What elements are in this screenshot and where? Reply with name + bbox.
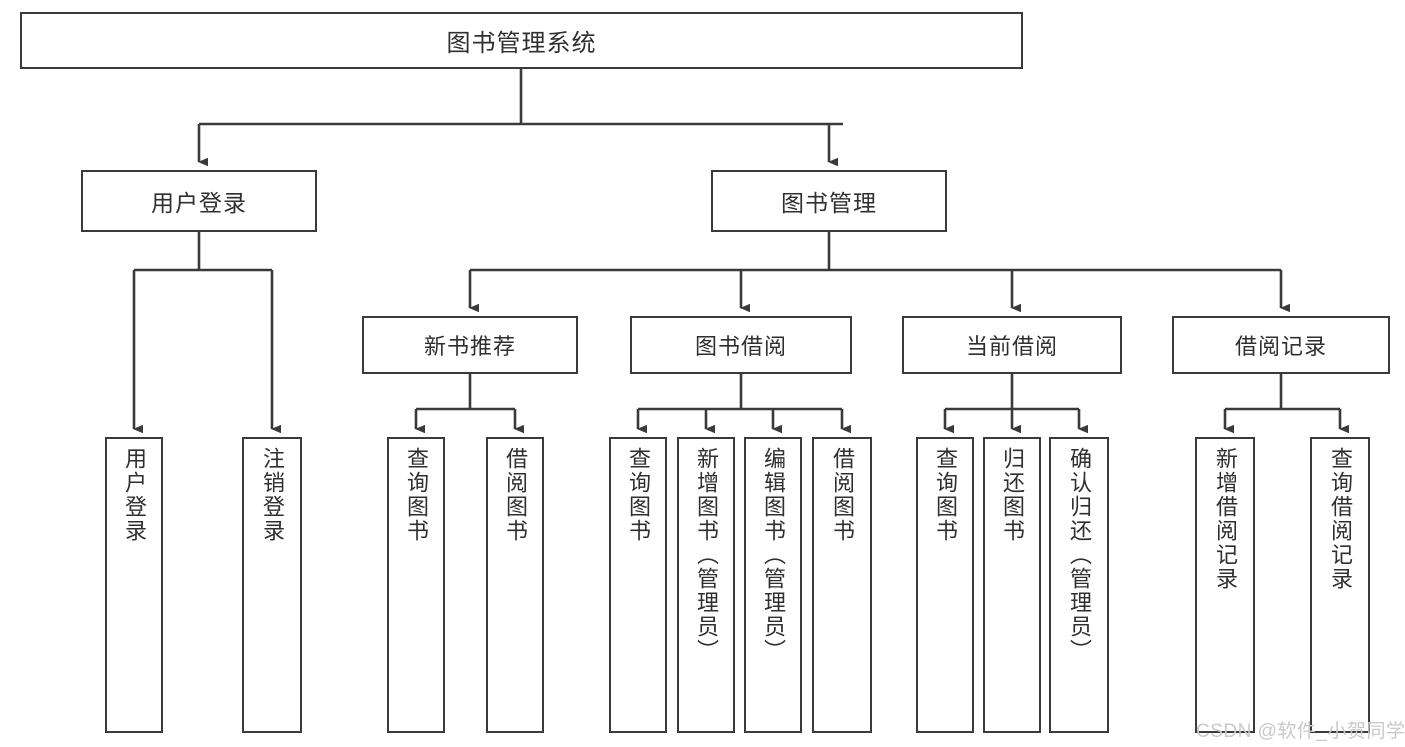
node-new-book-recommend[interactable]: 新书推荐 bbox=[362, 316, 578, 374]
leaf-label: 查询图书 bbox=[932, 447, 958, 543]
node-root-label: 图书管理系统 bbox=[446, 30, 597, 57]
node-book-borrow[interactable]: 图书借阅 bbox=[630, 316, 852, 374]
leaf-label: 借阅图书 bbox=[502, 447, 528, 543]
leaf-label: 查询图书 bbox=[403, 447, 429, 543]
leaf-confirm-return-admin[interactable]: 确认归还（管理员） bbox=[1049, 437, 1109, 733]
node-new-book-recommend-label: 新书推荐 bbox=[423, 334, 516, 359]
leaf-label: 注销登录 bbox=[259, 447, 285, 543]
node-book-management[interactable]: 图书管理 bbox=[711, 170, 947, 232]
leaf-label: 借阅图书 bbox=[829, 447, 855, 543]
node-user-login-label: 用户登录 bbox=[151, 190, 247, 216]
leaf-label: 查询借阅记录 bbox=[1327, 447, 1353, 591]
leaf-add-borrow-record[interactable]: 新增借阅记录 bbox=[1195, 437, 1255, 733]
node-borrow-record[interactable]: 借阅记录 bbox=[1172, 316, 1390, 374]
leaf-return-book[interactable]: 归还图书 bbox=[983, 437, 1041, 733]
leaf-label: 新增图书（管理员） bbox=[693, 447, 719, 663]
csdn-watermark: CSDN @软件_小贺同学 bbox=[1196, 721, 1405, 742]
leaf-label: 用户登录 bbox=[121, 447, 147, 543]
node-current-borrow[interactable]: 当前借阅 bbox=[902, 316, 1122, 374]
leaf-label: 确认归还（管理员） bbox=[1066, 447, 1092, 663]
node-root[interactable]: 图书管理系统 bbox=[20, 12, 1023, 69]
leaf-query-book-recommend[interactable]: 查询图书 bbox=[387, 437, 445, 733]
leaf-edit-book-admin[interactable]: 编辑图书（管理员） bbox=[744, 437, 802, 733]
node-book-borrow-label: 图书借阅 bbox=[694, 334, 787, 359]
leaf-borrow-book-recommend[interactable]: 借阅图书 bbox=[486, 437, 544, 733]
node-user-login[interactable]: 用户登录 bbox=[81, 170, 317, 232]
node-book-management-label: 图书管理 bbox=[781, 190, 877, 216]
leaf-label: 编辑图书（管理员） bbox=[760, 447, 786, 663]
leaf-user-logout[interactable]: 注销登录 bbox=[242, 437, 302, 733]
leaf-label: 归还图书 bbox=[999, 447, 1025, 543]
leaf-query-book-current[interactable]: 查询图书 bbox=[916, 437, 974, 733]
leaf-user-login[interactable]: 用户登录 bbox=[105, 437, 163, 733]
leaf-query-book[interactable]: 查询图书 bbox=[609, 437, 667, 733]
node-current-borrow-label: 当前借阅 bbox=[965, 334, 1058, 359]
leaf-label: 查询图书 bbox=[625, 447, 651, 543]
leaf-query-borrow-record[interactable]: 查询借阅记录 bbox=[1310, 437, 1370, 733]
leaf-borrow-book[interactable]: 借阅图书 bbox=[812, 437, 872, 733]
node-borrow-record-label: 借阅记录 bbox=[1234, 334, 1327, 359]
leaf-label: 新增借阅记录 bbox=[1212, 447, 1238, 591]
leaf-add-book-admin[interactable]: 新增图书（管理员） bbox=[677, 437, 735, 733]
